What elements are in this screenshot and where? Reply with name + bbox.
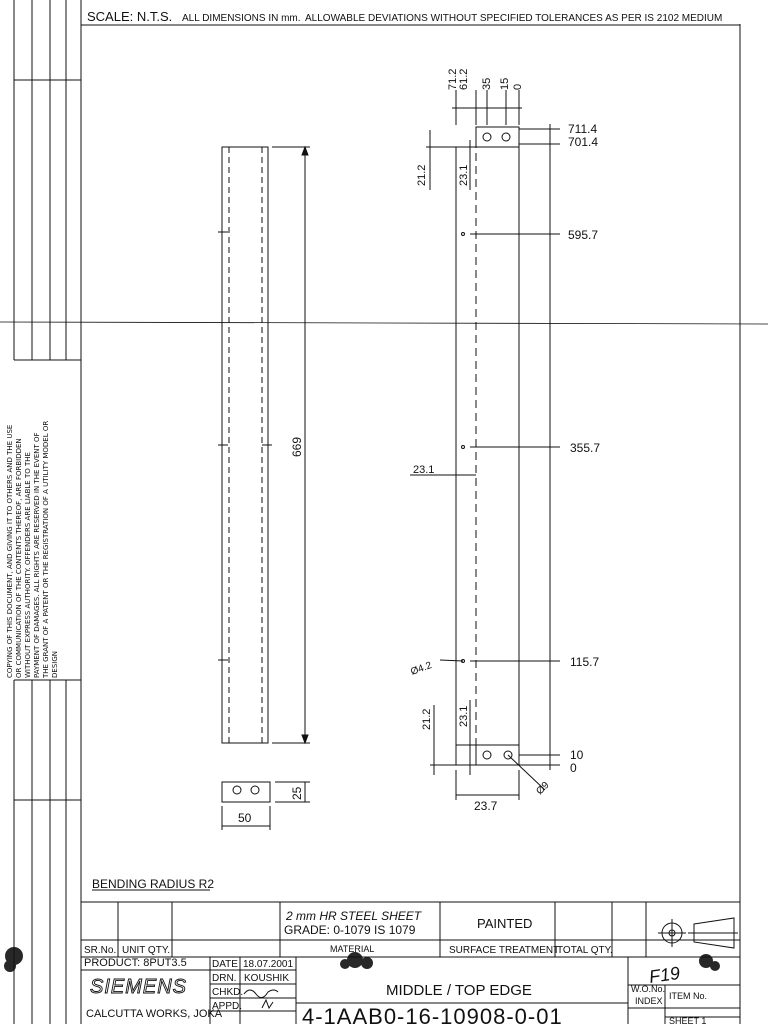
dim-669: 669 <box>290 437 304 457</box>
header-tolerance-note: ALLOWABLE DEVIATIONS WITHOUT SPECIFIED T… <box>305 13 722 24</box>
dim-x-712: 71.2 <box>447 69 459 90</box>
header-scale: SCALE: N.T.S. <box>87 9 172 24</box>
date-value: 18.07.2001 <box>243 959 293 970</box>
header-dimensions-note: ALL DIMENSIONS IN mm. <box>182 13 301 24</box>
appd-label: APPD. <box>212 1001 242 1012</box>
index-label: INDEX <box>635 996 663 1006</box>
dim-50: 50 <box>238 811 252 825</box>
dim-bottom-width: 23.7 <box>474 799 498 813</box>
surface-label: SURFACE TREATMENT <box>449 945 559 956</box>
material-label: MATERIAL <box>330 944 374 954</box>
drawing-number: 4-1AAB0-16-10908-0-01 <box>302 1004 563 1024</box>
sheet-label: SHEET 1 <box>669 1016 706 1024</box>
dim-y-115: 115.7 <box>570 655 599 669</box>
item-no-label: ITEM No. <box>669 991 707 1001</box>
dim-x-612: 61.2 <box>458 69 470 90</box>
signature-checked <box>243 989 279 998</box>
handwritten-note: F19 <box>648 963 682 987</box>
drn-label: DRN. <box>212 973 236 984</box>
chkd-label: CHKD. <box>212 987 243 998</box>
material-line1: 2 mm HR STEEL SHEET <box>285 909 423 923</box>
dim-side-212-top: 21.2 <box>416 165 428 186</box>
dim-side-231-top: 23.1 <box>458 165 470 186</box>
drawing-title: MIDDLE / TOP EDGE <box>386 982 532 999</box>
dim-y-595: 595.7 <box>568 228 598 242</box>
dim-side-212-bottom: 21.2 <box>421 709 433 730</box>
dim-x-35: 35 <box>481 78 493 90</box>
unit-qty-label: UNIT QTY. <box>122 945 170 956</box>
date-label: DATE <box>212 959 238 970</box>
sr-no-label: SR.No. <box>84 945 116 956</box>
dim-side-231-mid: 23.1 <box>413 464 434 476</box>
location-label: CALCUTTA WORKS, JOKA <box>86 1008 223 1020</box>
hole-dia-42: Ø4.2 <box>409 660 434 678</box>
signature-approved <box>261 998 274 1010</box>
total-qty-label: TOTAL QTY. <box>557 945 613 956</box>
bending-radius-note: BENDING RADIUS R2 <box>92 877 214 891</box>
drn-value: KOUSHIK <box>244 973 289 984</box>
product-label: PRODUCT: 8PUT3.5 <box>84 957 187 969</box>
dim-side-231-bottom: 23.1 <box>458 706 470 727</box>
dim-25: 25 <box>290 786 304 800</box>
copyright-notice: COPYING OF THIS DOCUMENT, AND GIVING IT … <box>6 420 59 678</box>
surface-value: PAINTED <box>477 916 532 931</box>
dim-y-10: 10 <box>570 748 584 762</box>
dim-x-0: 0 <box>512 84 524 90</box>
dim-y-0: 0 <box>570 761 577 775</box>
company-logo: SIEMENS <box>90 976 187 998</box>
dim-y-711: 711.4 <box>568 122 597 136</box>
dim-y-701: 701.4 <box>568 135 598 149</box>
wo-no-label: W.O.No. <box>631 984 665 994</box>
material-line2: GRADE: 0-1079 IS 1079 <box>284 923 416 937</box>
dim-x-15: 15 <box>499 78 511 90</box>
dim-y-355: 355.7 <box>570 441 600 455</box>
